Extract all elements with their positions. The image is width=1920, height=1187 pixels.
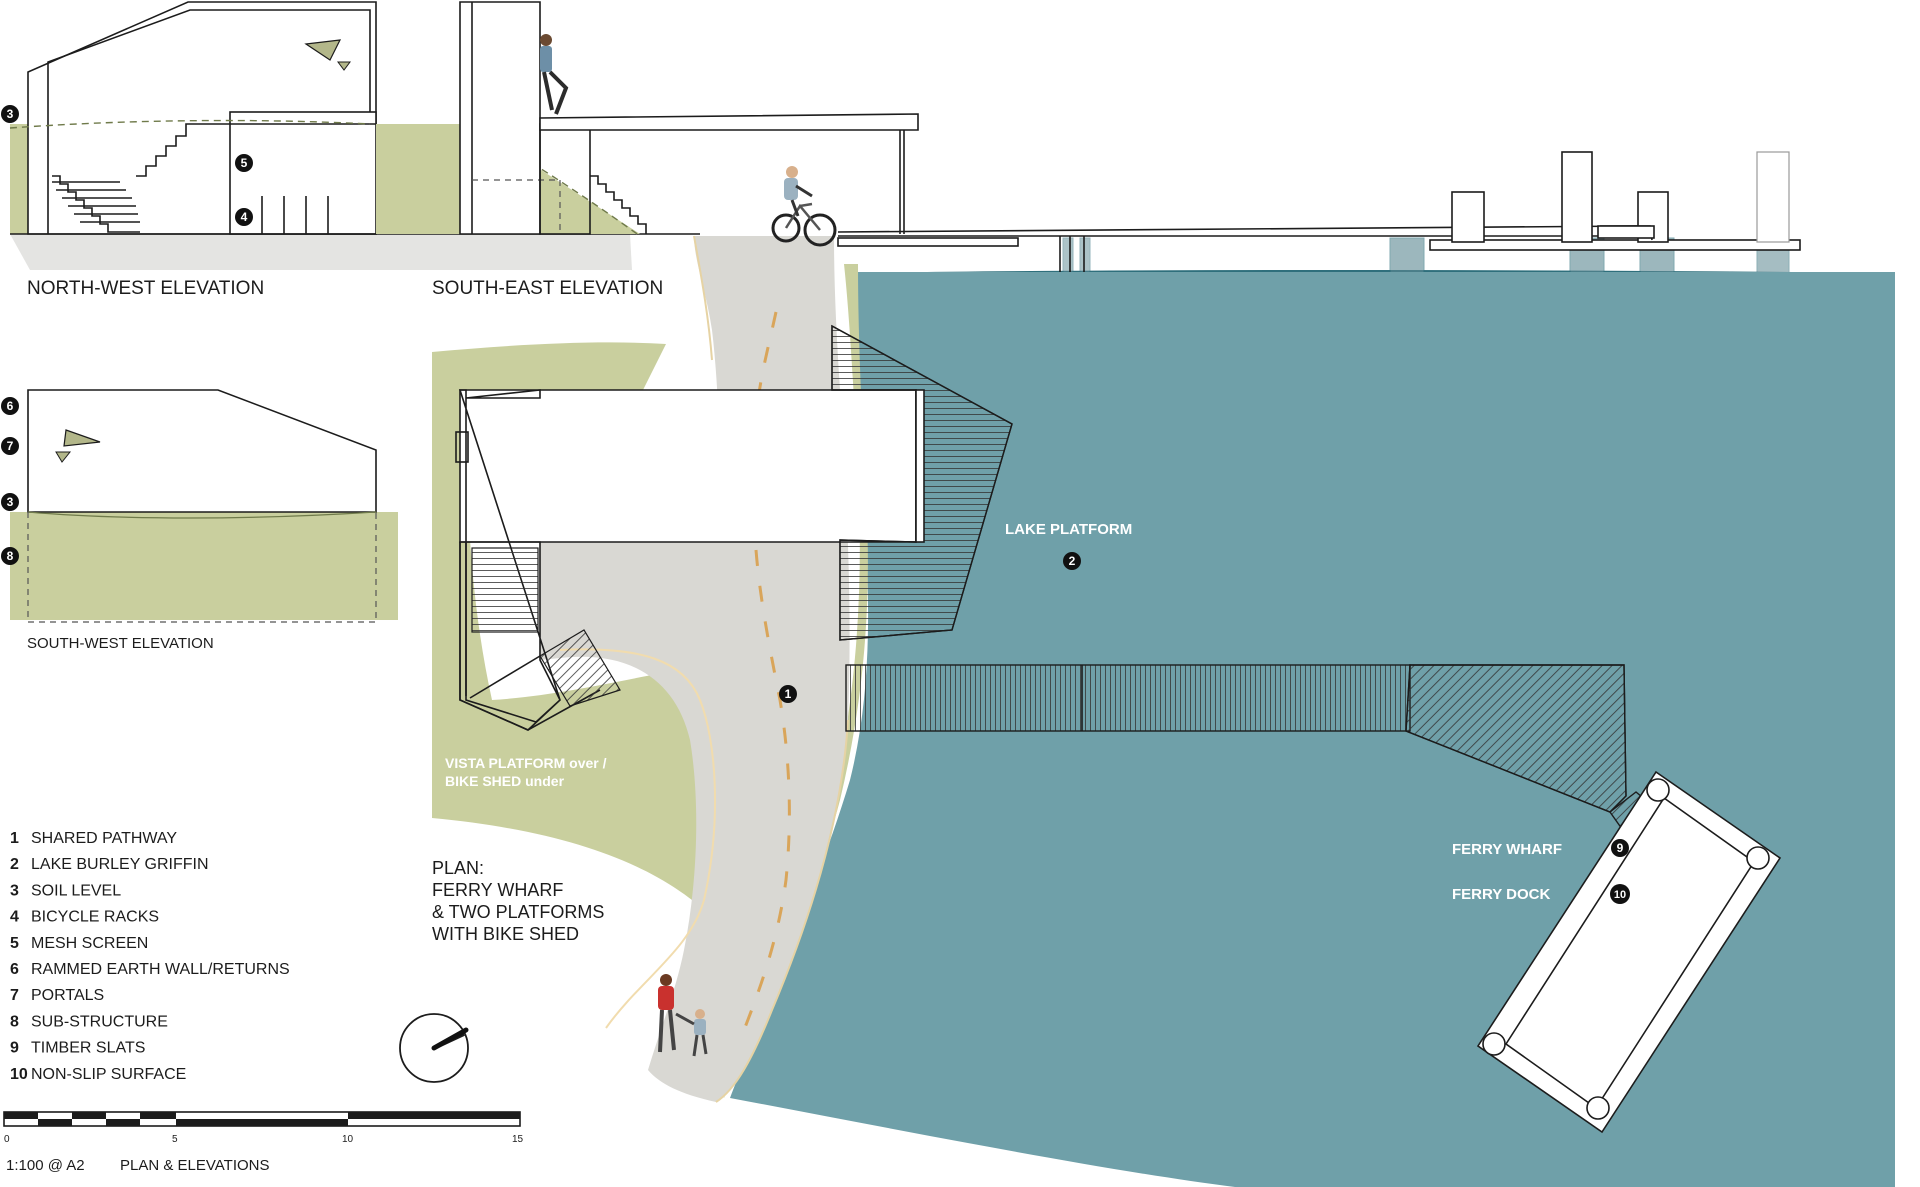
legend-number: 2 xyxy=(10,856,19,873)
scale-tick-10: 10 xyxy=(342,1134,354,1145)
nw-paving xyxy=(10,234,632,270)
marker-sw-wall: 6 xyxy=(1,397,19,415)
sw-substructure-fill xyxy=(10,512,398,620)
cyclist-icon xyxy=(771,166,837,247)
plan-title-line-4: WITH BIKE SHED xyxy=(432,924,579,944)
scale-bar: 0 5 10 15 1:100 @ A2 PLAN & ELEVATIONS xyxy=(3,1111,524,1174)
legend-item: 2 LAKE BURLEY GRIFFIN xyxy=(10,856,209,873)
marker-nw-mesh-label: 5 xyxy=(241,156,248,170)
marker-nw-soil: 3 xyxy=(1,105,19,123)
legend-item: 3 SOIL LEVEL xyxy=(10,882,121,899)
legend-item: 6 RAMMED EARTH WALL/RETURNS xyxy=(10,961,290,978)
legend-text: LAKE BURLEY GRIFFIN xyxy=(31,856,209,873)
legend-text: SHARED PATHWAY xyxy=(31,830,177,847)
north-west-elevation-title: NORTH-WEST ELEVATION xyxy=(27,278,264,299)
marker-plan-path-label: 1 xyxy=(785,687,792,701)
vista-platform-label-2: BIKE SHED under xyxy=(445,773,565,789)
marker-plan-lake-label: 2 xyxy=(1069,554,1076,568)
legend-text: SUB-STRUCTURE xyxy=(31,1013,168,1030)
marker-plan-surface: 10 xyxy=(1610,884,1630,904)
se-vista-deck xyxy=(539,113,919,131)
legend-item: 7 PORTALS xyxy=(10,987,104,1004)
marker-plan-slats: 9 xyxy=(1611,839,1629,857)
plan-title-line-2: FERRY WHARF xyxy=(432,880,563,900)
marker-plan-lake: 2 xyxy=(1063,552,1081,570)
south-west-elevation xyxy=(10,389,398,623)
marker-sw-sub: 8 xyxy=(1,547,19,565)
ferry-wharf-label: FERRY WHARF xyxy=(1452,841,1562,858)
marker-plan-surface-label: 10 xyxy=(1614,889,1626,901)
marker-sw-soil: 3 xyxy=(1,493,19,511)
legend-text: RAMMED EARTH WALL/RETURNS xyxy=(31,961,290,978)
vista-platform-label-1: VISTA PLATFORM over / xyxy=(445,755,607,771)
legend: 1 SHARED PATHWAY 2 LAKE BURLEY GRIFFIN 3 SOIL… xyxy=(10,830,290,1083)
plan-vista-platform xyxy=(455,389,917,731)
sw-portal-opening xyxy=(63,429,101,447)
nw-bicycle-racks xyxy=(261,196,329,234)
plan-wharf-walkway xyxy=(845,664,1411,732)
marker-nw-racks-label: 4 xyxy=(241,210,248,224)
legend-text: SOIL LEVEL xyxy=(31,882,121,899)
legend-item: 8 SUB-STRUCTURE xyxy=(10,1013,168,1030)
legend-text: PORTALS xyxy=(31,987,104,1004)
marker-plan-path: 1 xyxy=(779,685,797,703)
legend-number: 10 xyxy=(10,1066,28,1083)
plan-view xyxy=(432,235,1895,1187)
scale-tick-0: 0 xyxy=(4,1134,10,1145)
scale-tick-5: 5 xyxy=(172,1134,178,1145)
legend-text: TIMBER SLATS xyxy=(31,1040,145,1057)
marker-nw-mesh: 5 xyxy=(235,154,253,172)
legend-item: 9 TIMBER SLATS xyxy=(10,1040,145,1057)
legend-number: 5 xyxy=(10,935,19,952)
legend-item: 1 SHARED PATHWAY xyxy=(10,830,177,847)
nw-portal-opening xyxy=(304,39,342,61)
lake-platform-label: LAKE PLATFORM xyxy=(1005,521,1132,538)
legend-number: 9 xyxy=(10,1040,19,1057)
south-east-elevation-title: SOUTH-EAST ELEVATION xyxy=(432,278,663,299)
plan-title: PLAN: FERRY WHARF & TWO PLATFORMS WITH B… xyxy=(432,858,604,944)
north-arrow-icon xyxy=(399,1013,469,1083)
plan-grass-upper xyxy=(432,342,666,402)
legend-number: 3 xyxy=(10,882,19,899)
marker-nw-racks: 4 xyxy=(235,208,253,226)
marker-sw-soil-label: 3 xyxy=(7,495,14,509)
marker-plan-slats-label: 9 xyxy=(1617,841,1624,855)
south-west-elevation-title: SOUTH-WEST ELEVATION xyxy=(27,635,214,652)
legend-text: BICYCLE RACKS xyxy=(31,909,159,926)
marker-sw-portals: 7 xyxy=(1,437,19,455)
marker-nw-soil-label: 3 xyxy=(7,107,14,121)
sheet-text: PLAN & ELEVATIONS xyxy=(120,1157,270,1174)
legend-number: 7 xyxy=(10,987,19,1004)
pedestrians-icon xyxy=(658,974,708,1057)
plan-grass-vista xyxy=(432,398,711,900)
legend-number: 8 xyxy=(10,1013,19,1030)
legend-item: 5 MESH SCREEN xyxy=(10,935,148,952)
marker-sw-wall-label: 6 xyxy=(7,399,14,413)
marker-sw-portals-label: 7 xyxy=(7,439,14,453)
plan-title-line-3: & TWO PLATFORMS xyxy=(432,902,604,922)
nw-stairs xyxy=(52,123,230,233)
legend-text: MESH SCREEN xyxy=(31,935,148,952)
ferry-dock-label: FERRY DOCK xyxy=(1452,886,1551,903)
legend-text: NON-SLIP SURFACE xyxy=(31,1066,186,1083)
se-stairs xyxy=(590,175,647,234)
sw-wall xyxy=(27,389,377,513)
standing-person-icon xyxy=(540,34,569,115)
plan-ferry-dock xyxy=(1476,770,1782,1134)
legend-number: 6 xyxy=(10,961,19,978)
marker-sw-sub-label: 8 xyxy=(7,549,14,563)
legend-number: 1 xyxy=(10,830,19,847)
scale-tick-15: 15 xyxy=(512,1134,524,1145)
south-east-elevation xyxy=(376,1,919,237)
legend-number: 4 xyxy=(10,909,19,926)
plan-title-line-1: PLAN: xyxy=(432,858,484,878)
scale-text: 1:100 @ A2 xyxy=(6,1157,85,1174)
legend-item: 4 BICYCLE RACKS xyxy=(10,909,159,926)
